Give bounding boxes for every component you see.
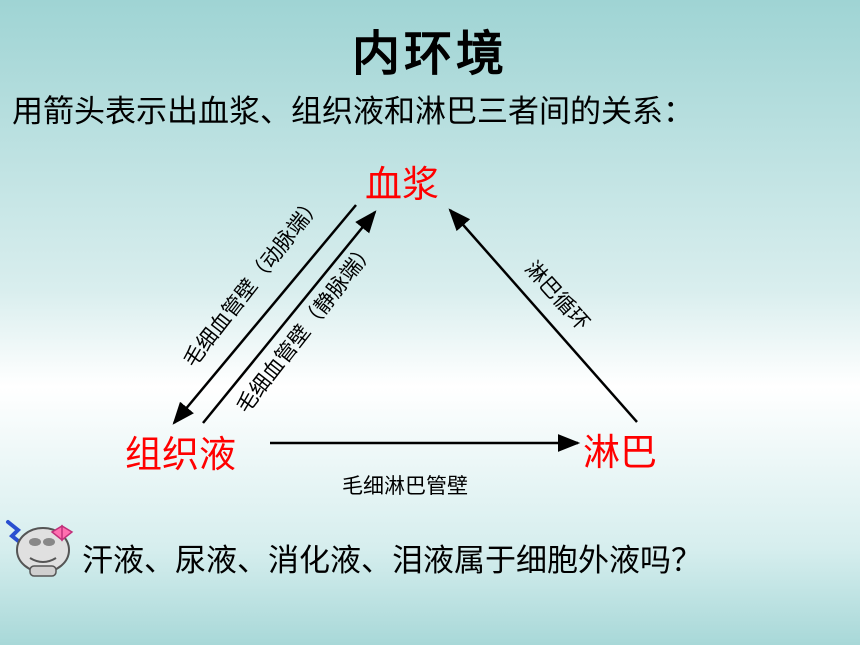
page-title: 内环境 bbox=[351, 26, 508, 82]
instruction-text: 用箭头表示出血浆、组织液和淋巴三者间的关系： bbox=[12, 94, 694, 130]
label-lymph-capillary-wall: 毛细淋巴管壁 bbox=[342, 474, 468, 498]
node-tissue-fluid: 组织液 bbox=[125, 433, 236, 476]
arrow-tissue-to-plasma bbox=[202, 210, 377, 424]
question-text: 汗液、尿液、消化液、泪液属于细胞外液吗？ bbox=[82, 543, 702, 579]
arrow-lymph-to-plasma bbox=[448, 208, 638, 423]
arrow-plasma-to-tissue bbox=[172, 204, 357, 425]
node-lymph: 淋巴 bbox=[583, 431, 657, 474]
node-plasma: 血浆 bbox=[365, 163, 439, 206]
